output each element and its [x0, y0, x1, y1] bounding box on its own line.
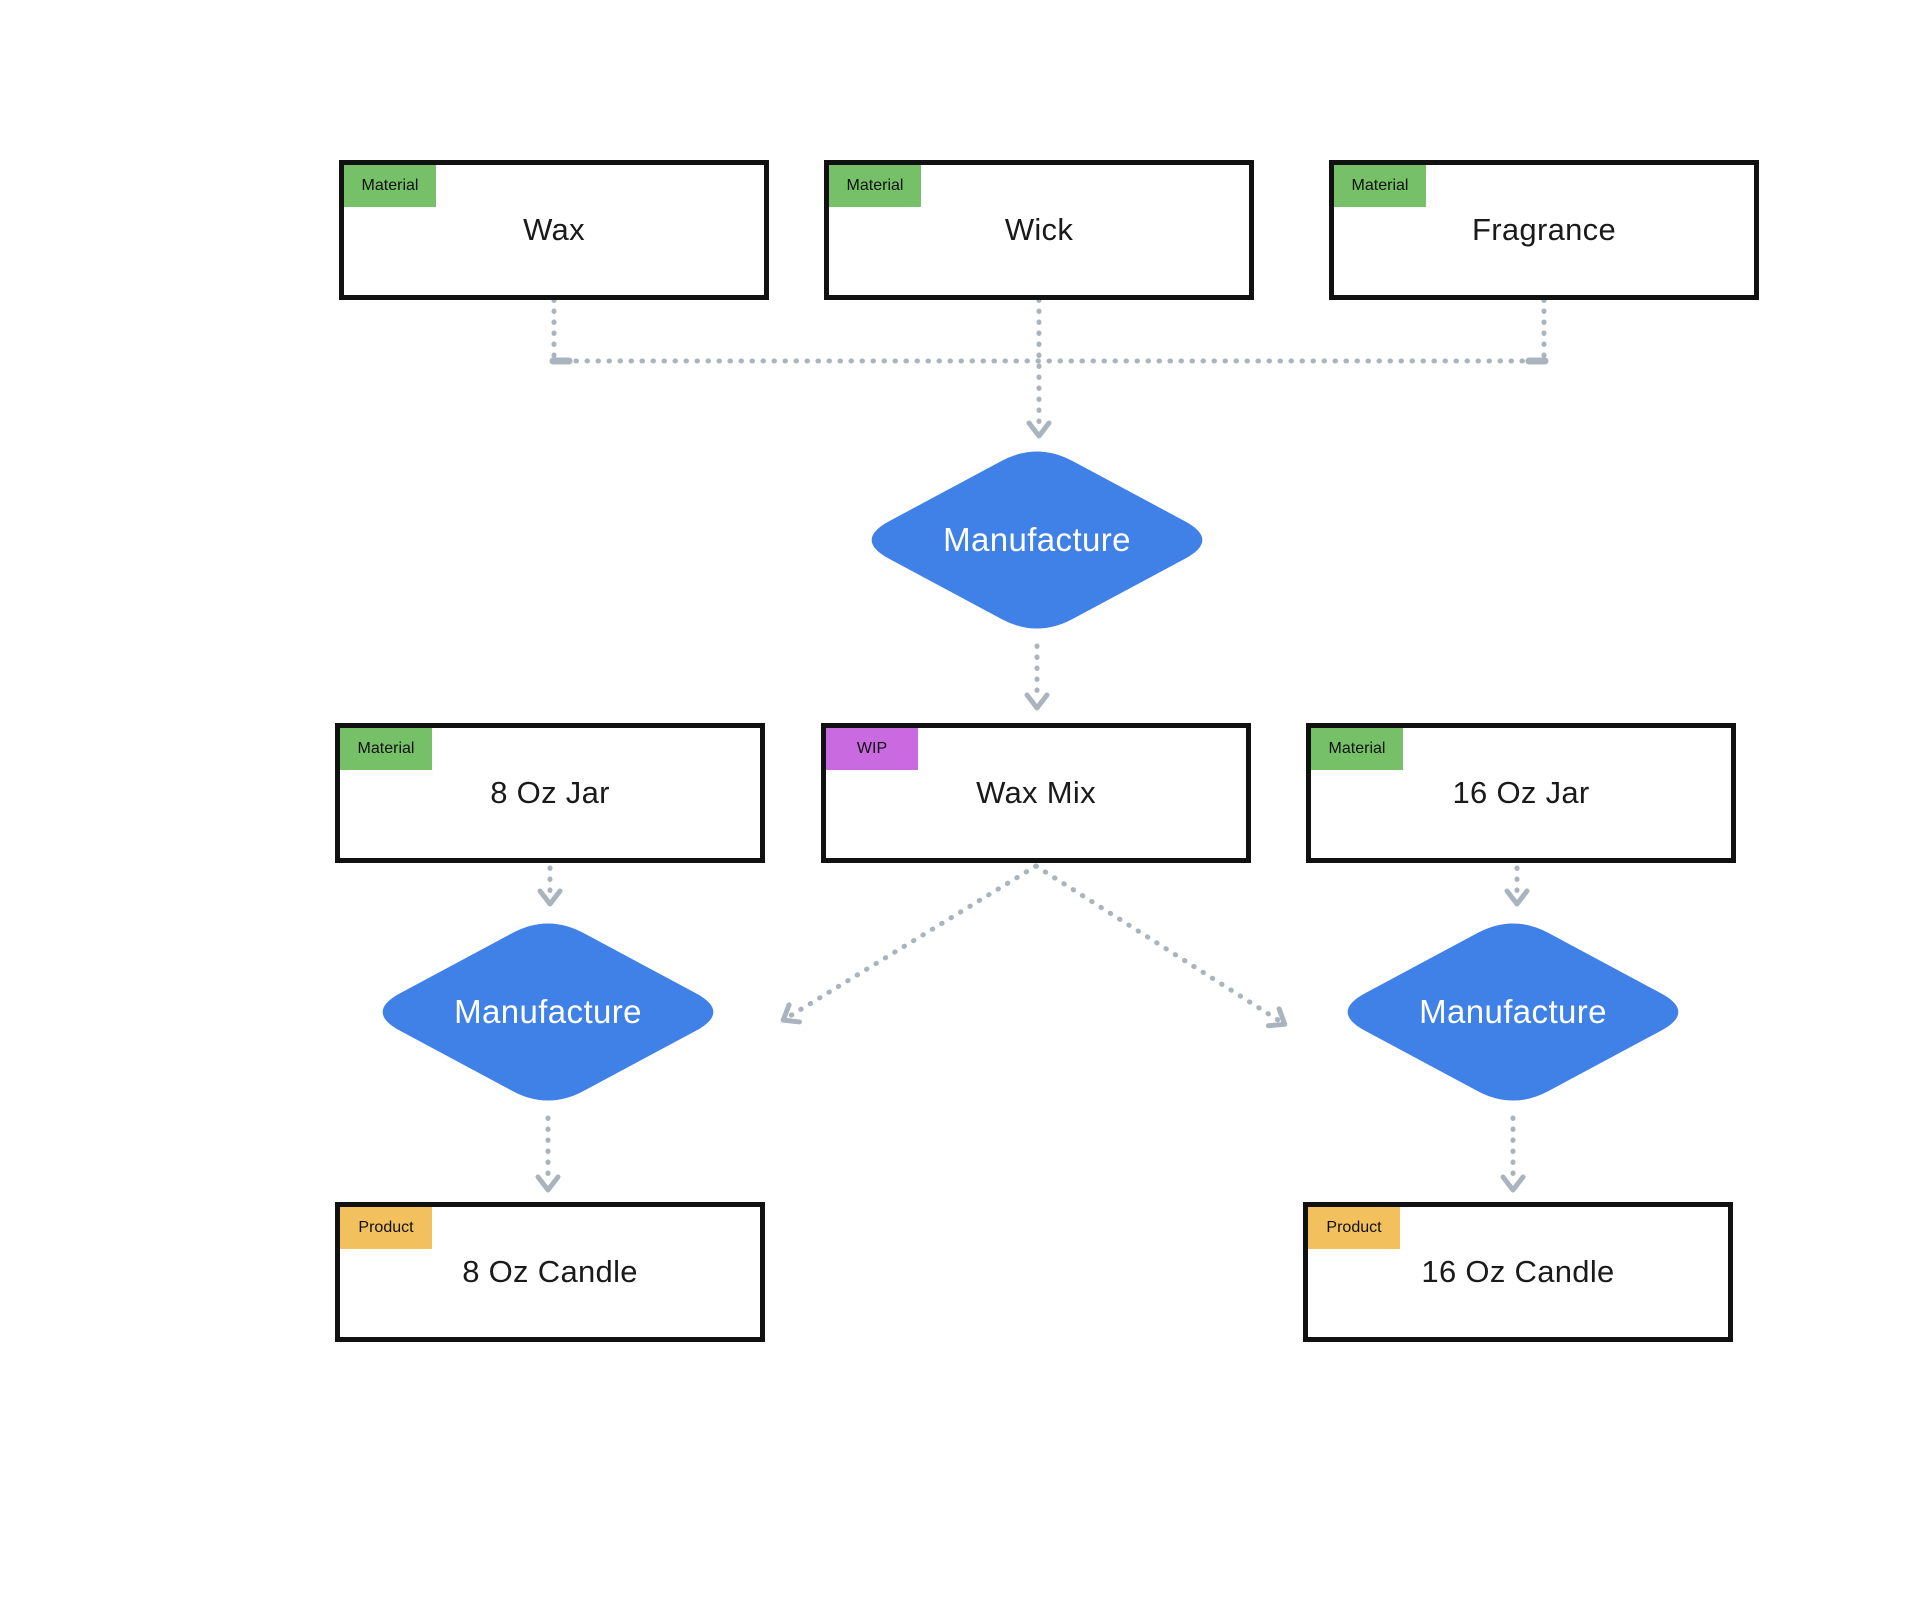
edge-waxmix-to-manufacture2: [780, 863, 1039, 1025]
edge-waxmix-to-manufacture3: [1033, 863, 1288, 1029]
node-wax[interactable]: Material Wax: [339, 160, 769, 300]
badge-material: Material: [340, 728, 432, 770]
node-16oz-candle[interactable]: Product 16 Oz Candle: [1303, 1202, 1733, 1342]
node-label: Fragrance: [1472, 212, 1616, 247]
badge-product: Product: [1308, 1207, 1400, 1249]
badge-product: Product: [340, 1207, 432, 1249]
badge-material: Material: [829, 165, 921, 207]
node-8oz-jar[interactable]: Material 8 Oz Jar: [335, 723, 765, 863]
process-manufacture-1[interactable]: Manufacture: [854, 442, 1220, 638]
node-label: 8 Oz Jar: [490, 775, 610, 810]
node-label: 16 Oz Candle: [1421, 1254, 1615, 1289]
diamond-shape: [382, 923, 714, 1101]
node-fragrance[interactable]: Material Fragrance: [1329, 160, 1759, 300]
node-16oz-jar[interactable]: Material 16 Oz Jar: [1306, 723, 1736, 863]
process-label: Manufacture: [1419, 993, 1607, 1030]
node-label: Wax Mix: [976, 775, 1096, 810]
badge-material: Material: [344, 165, 436, 207]
node-label: Wax: [523, 212, 585, 247]
badge-wip: WIP: [826, 728, 918, 770]
node-label: 8 Oz Candle: [462, 1254, 638, 1289]
node-label: 16 Oz Jar: [1452, 775, 1590, 810]
diamond-shape: [1347, 923, 1679, 1101]
process-manufacture-3[interactable]: Manufacture: [1330, 914, 1696, 1110]
node-8oz-candle[interactable]: Product 8 Oz Candle: [335, 1202, 765, 1342]
process-manufacture-2[interactable]: Manufacture: [365, 914, 731, 1110]
process-label: Manufacture: [943, 521, 1131, 558]
badge-material: Material: [1311, 728, 1403, 770]
node-label: Wick: [1004, 212, 1074, 247]
diamond-shape: [871, 451, 1203, 629]
badge-material: Material: [1334, 165, 1426, 207]
process-label: Manufacture: [454, 993, 642, 1030]
node-wax-mix[interactable]: WIP Wax Mix: [821, 723, 1251, 863]
node-wick[interactable]: Material Wick: [824, 160, 1254, 300]
